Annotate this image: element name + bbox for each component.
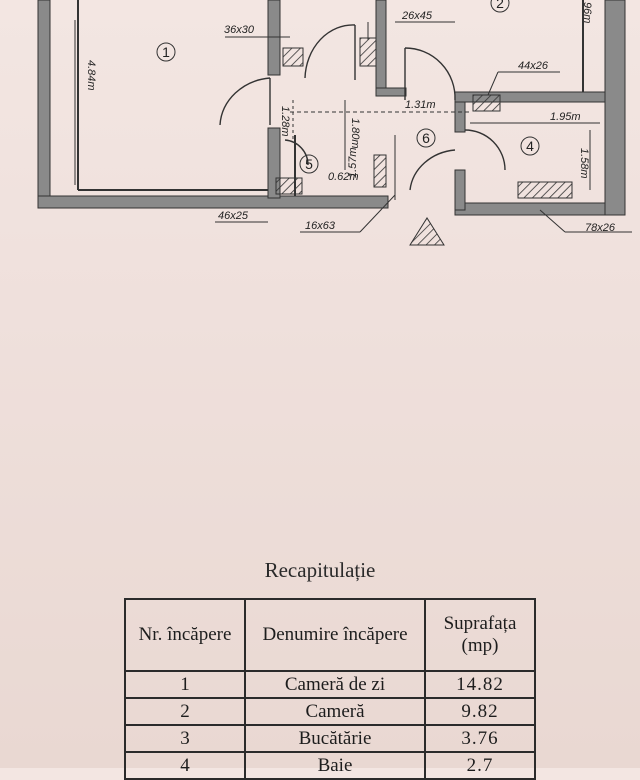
table-row: 4 Baie 2.7 [124, 751, 536, 780]
room-marker-2 [490, 0, 510, 13]
door-bath [284, 139, 309, 166]
header-suprafata: Suprafața (mp) [424, 598, 536, 672]
dim-26x45: 26x45 [401, 10, 433, 22]
entry-marker [409, 217, 445, 246]
cell-nr: 4 [124, 751, 246, 780]
cell-nr: 3 [124, 724, 246, 753]
cell-area: 9.82 [424, 697, 536, 726]
dim-78x26: 78x26 [585, 222, 616, 234]
leader-lines [74, 20, 632, 233]
table-row: 2 Cameră 9.82 [124, 697, 536, 726]
wall-bottom-room4 [454, 202, 626, 216]
wall-room4-left [454, 101, 466, 133]
door-room4 [464, 129, 506, 171]
door-entry [409, 149, 456, 191]
table-row: 3 Bucătărie 3.76 [124, 724, 536, 753]
len-1.95m: 1.95m [550, 111, 581, 123]
header-nr: Nr. încăpere [124, 598, 246, 672]
wall-left [37, 0, 51, 209]
cell-area: 3.76 [424, 724, 536, 753]
wall-bottom-room1 [37, 195, 389, 209]
dim-44x26: 44x26 [518, 60, 549, 72]
wall-room4-left-lower [454, 169, 466, 211]
hatched-elements [275, 37, 573, 246]
len-1.28m: 1.28m [279, 106, 291, 137]
duct-78x26 [517, 181, 573, 199]
dim-36x30: 36x30 [224, 24, 255, 36]
recap-table: Nr. încăpere Denumire încăpere Suprafața… [124, 598, 536, 780]
cell-nr: 2 [124, 697, 246, 726]
table-row: 1 Cameră de zi 14.82 [124, 670, 536, 699]
door-room1 [219, 77, 271, 126]
duct-36x30 [282, 47, 304, 67]
len-0.62m: 0.62m [328, 171, 359, 183]
duct-44x26 [472, 94, 501, 112]
cell-name: Bucătărie [244, 724, 426, 753]
cell-area: 14.82 [424, 670, 536, 699]
len-1.80m: 1.80m [349, 118, 361, 149]
len-edge: 96m [581, 2, 593, 23]
wall-right [604, 0, 626, 216]
duct-46x25 [275, 177, 303, 195]
walls [37, 0, 626, 216]
wall-room2-left [375, 0, 387, 96]
room-number-2: 2 [496, 0, 504, 11]
len-1.58m: 1.58m [578, 148, 590, 179]
len-1.57m: 1.57m [347, 147, 359, 178]
cell-area: 2.7 [424, 751, 536, 780]
door-room2 [304, 24, 356, 79]
len-1.31m: 1.31m [405, 99, 436, 111]
dim-46x25: 46x25 [218, 210, 249, 222]
recap-header-row: Nr. încăpere Denumire încăpere Suprafața… [124, 598, 536, 672]
room-marker-4 [520, 136, 540, 156]
room-markers [156, 0, 540, 174]
cell-name: Baie [244, 751, 426, 780]
room-marker-6 [416, 128, 436, 148]
room-number-1: 1 [162, 44, 170, 60]
room-marker-1 [156, 42, 176, 62]
duct-26x45 [359, 37, 377, 67]
room-marker-5 [299, 154, 319, 174]
floor-plan: 1 2 4 5 6 36x30 26x45 44x26 46x25 16x63 … [37, 0, 632, 246]
duct-16x63 [373, 154, 387, 188]
dim-16x63: 16x63 [305, 220, 336, 232]
len-4.84m: 4.84m [85, 60, 97, 91]
room-number-4: 4 [526, 138, 534, 154]
cell-name: Cameră [244, 697, 426, 726]
cell-name: Cameră de zi [244, 670, 426, 699]
header-denumire: Denumire încăpere [244, 598, 426, 672]
recap-title: Recapitulație [264, 558, 376, 582]
doors [219, 24, 506, 191]
door-hall [404, 47, 456, 101]
room-number-6: 6 [422, 130, 430, 146]
wall-room2-bottom [375, 87, 407, 97]
cell-nr: 1 [124, 670, 246, 699]
room-number-5: 5 [305, 156, 313, 172]
